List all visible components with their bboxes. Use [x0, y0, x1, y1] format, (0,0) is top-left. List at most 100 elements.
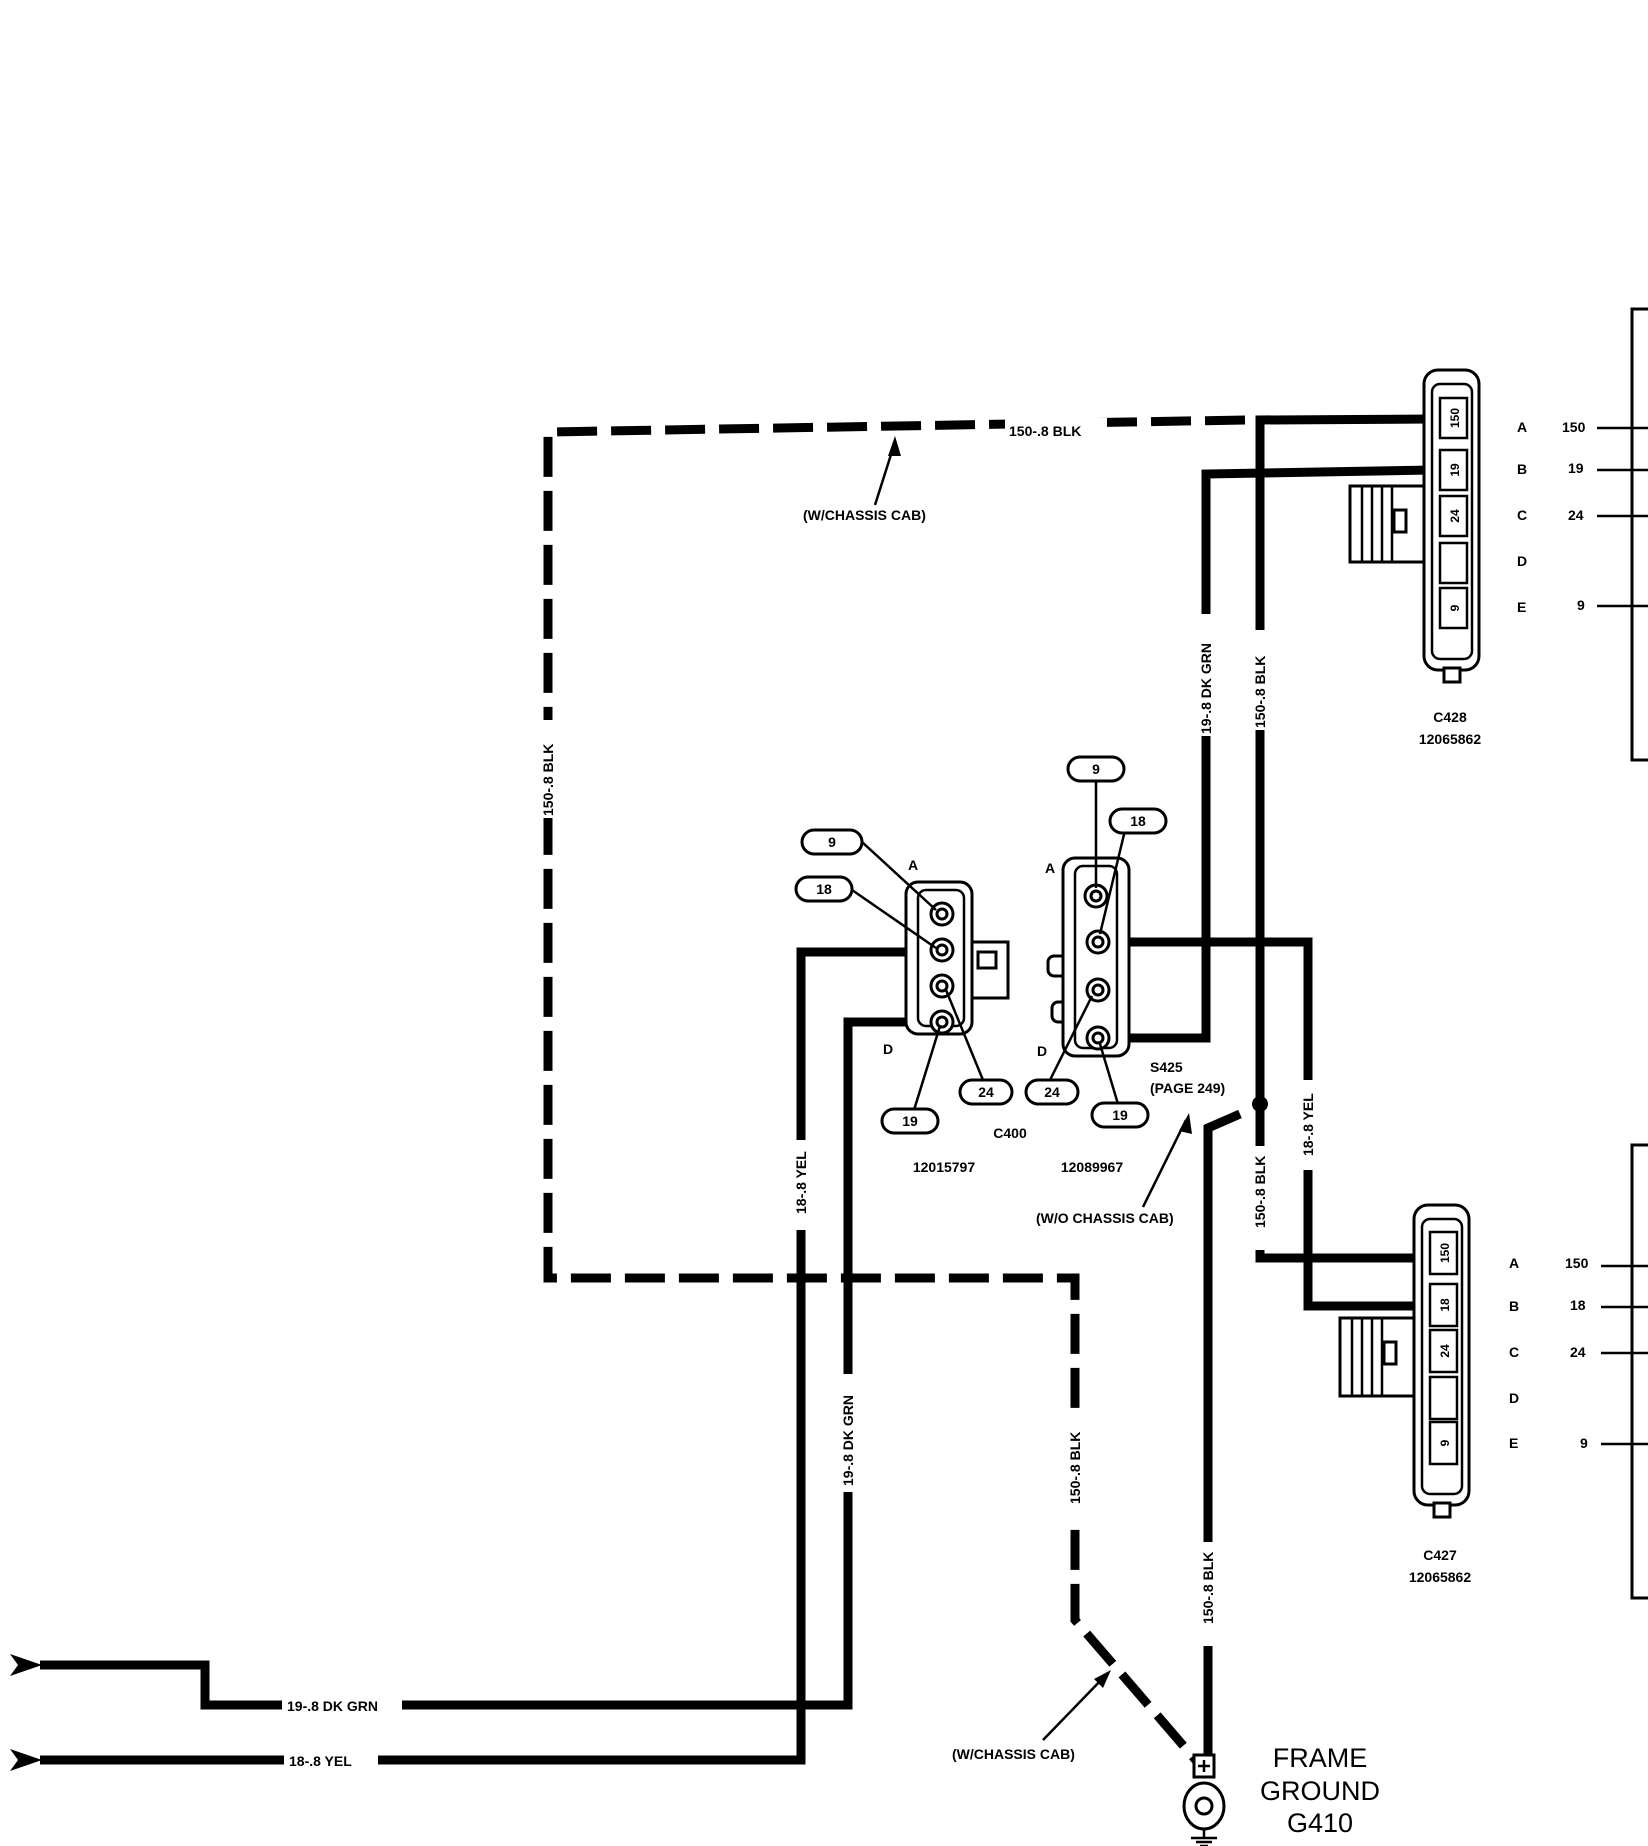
c427-cell-c: [1428, 1328, 1459, 1374]
wire-label-right-yel: 18-.8 YEL: [1300, 1093, 1316, 1156]
c428-cell-e-label: 9: [1448, 604, 1462, 611]
wire-yel-left: [40, 947, 940, 1765]
top-pin-letter-d: D: [1517, 553, 1527, 569]
c428-cell-e: [1438, 586, 1469, 630]
c400-left-callout-24: 24: [978, 1084, 994, 1100]
top-pin-letter-a: A: [1517, 419, 1527, 435]
c428-cell-a: [1438, 396, 1469, 440]
c427-cell-a-label: 150: [1438, 1243, 1452, 1263]
arrow-head-grn: [10, 1654, 42, 1676]
bottom-pin-letter-b: B: [1509, 1298, 1519, 1314]
connector-c427: 150 18 24 9 C427 12065862: [1338, 1203, 1472, 1585]
ground-label-g410: G410: [1287, 1808, 1353, 1838]
c427-cell-e: [1428, 1420, 1459, 1466]
note-without-chassis-cab: (W/O CHASSIS CAB): [1036, 1210, 1174, 1226]
top-pin-letter-e: E: [1517, 599, 1526, 615]
c427-cell-c-label: 24: [1438, 1344, 1452, 1358]
pin-rows-top: A 150 B 19 C 24 D E 9: [1517, 307, 1648, 762]
bottom-pin-letter-e: E: [1509, 1435, 1518, 1451]
wire-label-lower-blk: 150-.8 BLK: [1252, 1156, 1268, 1228]
wire-grn-c428-b: [1098, 465, 1433, 1043]
c400-left-letter-d: D: [883, 1041, 893, 1057]
connector-c428: 150 19 24 9 C428 12065862: [1348, 368, 1482, 747]
top-pin-num-e: 9: [1577, 597, 1585, 613]
c427-cell-a: [1428, 1230, 1459, 1276]
c428-cell-b-label: 19: [1448, 463, 1462, 477]
ground-label-frame: FRAME: [1273, 1743, 1368, 1773]
bottom-pin-num-a: 150: [1565, 1255, 1589, 1271]
wire-blk-chassis-cab-loop: [543, 415, 1246, 1768]
top-pin-num-b: 19: [1568, 460, 1584, 476]
note-splice-s425: S425: [1150, 1059, 1183, 1075]
connector-c400-right: A D 9 18 24 19: [1024, 755, 1168, 1129]
c428-cell-b: [1438, 448, 1469, 492]
top-bracket: [1630, 307, 1648, 762]
c400-part-left: 12015797: [913, 1159, 976, 1175]
wire-label-mid-grn: 19-.8 DK GRN: [1198, 643, 1214, 734]
frame-ground: FRAME GROUND G410: [1182, 1743, 1380, 1846]
leader-chassis-cab-bottom: [1042, 1675, 1106, 1741]
note-with-chassis-cab-bottom: (W/CHASSIS CAB): [952, 1746, 1075, 1762]
note-with-chassis-cab-top: (W/CHASSIS CAB): [803, 507, 926, 523]
bottom-pin-num-b: 18: [1570, 1297, 1586, 1313]
wire-label-left-yel: 18-.8 YEL: [793, 1151, 809, 1214]
c400-right-letter-a: A: [1045, 860, 1055, 876]
c400-left-callout-9: 9: [828, 834, 836, 850]
wire-label-bottom-yel: 18-.8 YEL: [289, 1753, 352, 1769]
notes: (W/CHASSIS CAB) (W/O CHASSIS CAB) S425 (…: [803, 436, 1225, 1762]
wire-blk-ground: [1203, 1109, 1242, 1760]
connector-c400-left: A D 9 18 24 19: [794, 828, 1014, 1135]
c427-part: 12065862: [1409, 1569, 1472, 1585]
wire-label-top-blk: 150-.8 BLK: [1009, 423, 1081, 439]
c428-cell-a-label: 150: [1448, 408, 1462, 428]
wire-labels: 150-.8 BLK 150-.8 BLK 19-.8 DK GRN 150-.…: [282, 418, 1318, 1773]
bottom-pin-num-c: 24: [1570, 1344, 1586, 1360]
wire-label-mid-blk: 150-.8 BLK: [1252, 656, 1268, 728]
leader-arrow-top: [888, 436, 901, 456]
c400-right-callout-24: 24: [1044, 1084, 1060, 1100]
wire-blk-splice-c427-a: [1255, 1104, 1416, 1263]
splice-dot-s425: [1252, 1096, 1268, 1112]
wire-label-bottom-grn: 19-.8 DK GRN: [287, 1698, 378, 1714]
c400-right-callout-9: 9: [1092, 761, 1100, 777]
top-pin-num-c: 24: [1568, 507, 1584, 523]
c427-name: C427: [1423, 1547, 1457, 1563]
c400-name: C400: [993, 1125, 1027, 1141]
leader-arrow-bottom: [1094, 1670, 1111, 1688]
wire-label-left-grn: 19-.8 DK GRN: [840, 1395, 856, 1486]
c428-name: C428: [1433, 709, 1467, 725]
c400-right-callout-18: 18: [1130, 813, 1146, 829]
leader-arrow-mid: [1179, 1113, 1192, 1134]
wire-grn-left: [40, 1017, 940, 1710]
wire-label-ground-blk: 150-.8 BLK: [1200, 1552, 1216, 1624]
c400-left-letter-a: A: [908, 857, 918, 873]
top-pin-letter-b: B: [1517, 461, 1527, 477]
bottom-pin-num-e: 9: [1580, 1435, 1588, 1451]
c428-cell-c-label: 24: [1448, 509, 1462, 523]
leader-without-chassis-cab: [1141, 1119, 1188, 1208]
wire-label-left-blk: 150-.8 BLK: [540, 744, 556, 816]
c400-left-callout-18: 18: [816, 881, 832, 897]
c427-cell-e-label: 9: [1438, 1439, 1452, 1446]
c427-cell-d: [1428, 1375, 1459, 1421]
c400-labels: C400 12015797 12089967: [913, 1125, 1124, 1175]
top-pin-num-a: 150: [1562, 419, 1586, 435]
top-pin-letter-c: C: [1517, 507, 1527, 523]
arrow-head-yel: [10, 1749, 42, 1771]
c427-cell-b-label: 18: [1438, 1298, 1452, 1312]
c400-part-right: 12089967: [1061, 1159, 1124, 1175]
bottom-pin-letter-c: C: [1509, 1344, 1519, 1360]
c428-cell-c: [1438, 494, 1469, 538]
c428-cell-d: [1438, 541, 1469, 585]
bottom-pin-letter-d: D: [1509, 1390, 1519, 1406]
c427-cell-b: [1428, 1282, 1459, 1328]
c400-right-callout-19: 19: [1112, 1107, 1128, 1123]
ground-label-ground: GROUND: [1260, 1776, 1380, 1806]
c428-part: 12065862: [1419, 731, 1482, 747]
pin-rows-bottom: A 150 B 18 C 24 D E 9: [1509, 1143, 1648, 1600]
wire-blk-c428-a: [1255, 414, 1433, 1104]
bottom-pin-letter-a: A: [1509, 1255, 1519, 1271]
note-splice-page: (PAGE 249): [1150, 1080, 1225, 1096]
c400-right-letter-d: D: [1037, 1043, 1047, 1059]
